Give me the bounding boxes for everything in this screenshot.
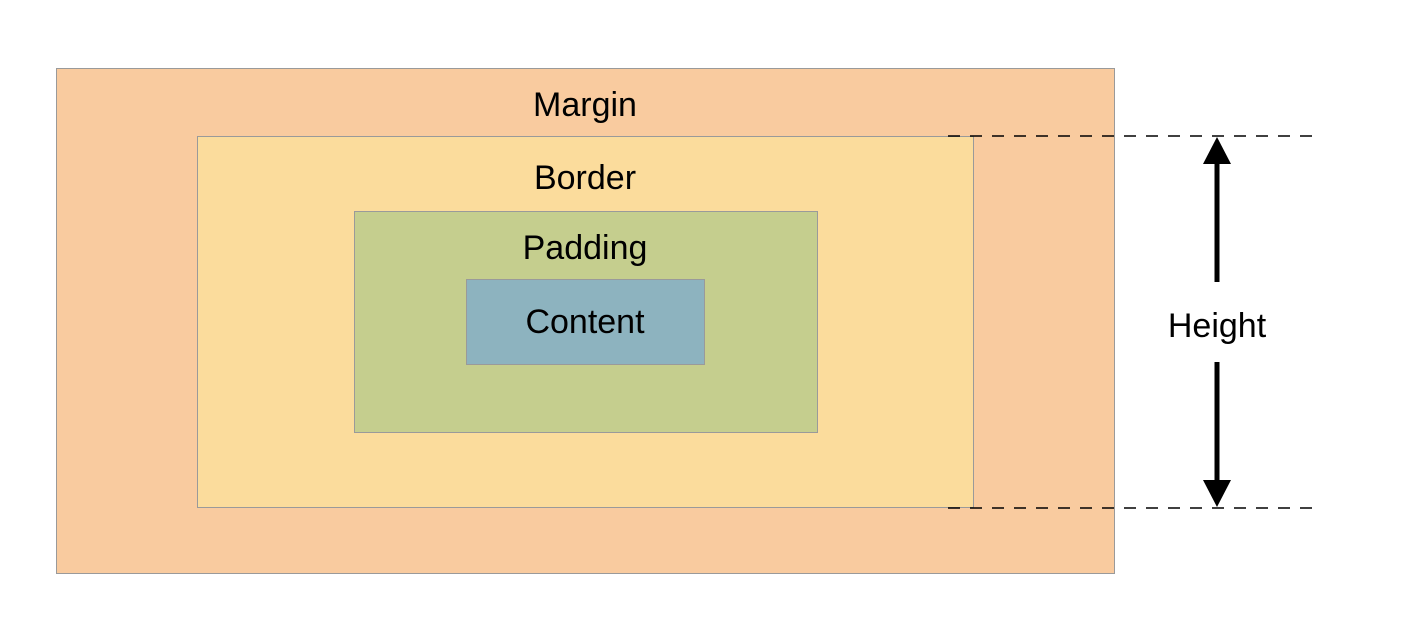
arrow-up-icon xyxy=(1203,137,1231,164)
arrow-down-icon xyxy=(1203,480,1231,507)
content-label: Content xyxy=(525,303,645,341)
border-label: Border xyxy=(533,159,637,197)
content-box xyxy=(466,279,705,365)
padding-label: Padding xyxy=(522,229,648,267)
margin-label: Margin xyxy=(533,86,637,124)
height-label: Height xyxy=(1167,307,1267,345)
